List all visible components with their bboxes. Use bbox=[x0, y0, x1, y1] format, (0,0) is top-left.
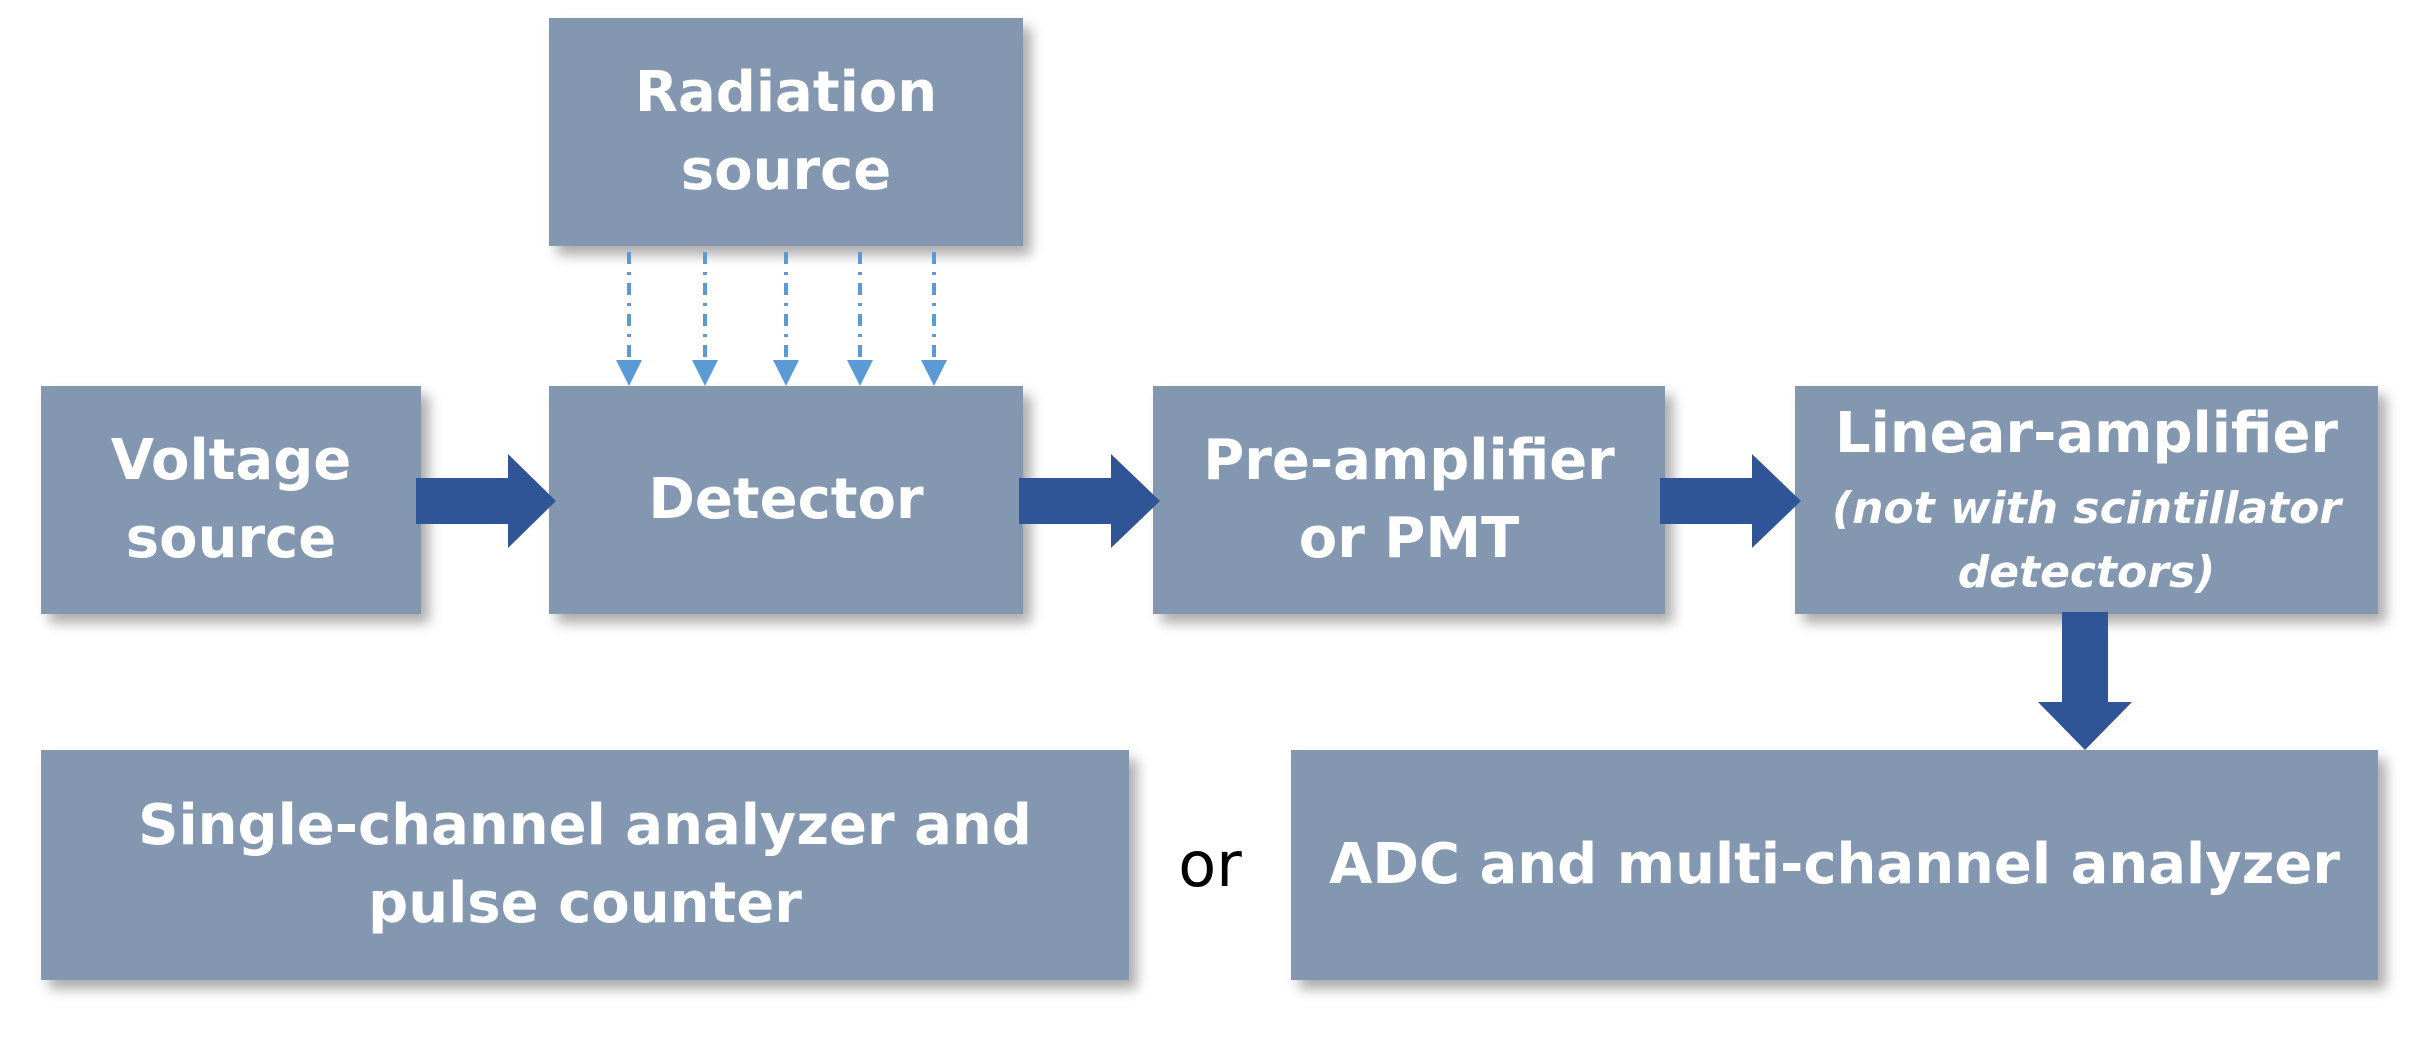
radiation-arrow-2 bbox=[692, 252, 718, 386]
detector-box: Detector bbox=[549, 386, 1023, 614]
radiation-arrow-5 bbox=[921, 252, 947, 386]
adc-label: ADC and multi-channel analyzer bbox=[1329, 831, 2340, 897]
arrow-detector-to-preamp bbox=[1019, 454, 1160, 548]
voltage-source-line-2: source bbox=[125, 506, 337, 571]
single-channel-analyzer-box: Single-channel analyzer and pulse counte… bbox=[41, 750, 1129, 980]
radiation-source-line-1: Radiation bbox=[634, 59, 938, 125]
radiation-arrow-1 bbox=[616, 252, 642, 386]
radiation-arrows bbox=[616, 252, 947, 386]
or-label: or bbox=[1178, 828, 1242, 901]
single-channel-line-2: pulse counter bbox=[368, 871, 802, 936]
single-channel-line-1: Single-channel analyzer and bbox=[138, 792, 1032, 858]
pre-amplifier-box: Pre-amplifier or PMT bbox=[1153, 386, 1665, 614]
linear-amplifier-note-line-2: detectors) bbox=[1957, 547, 2216, 599]
radiation-arrow-4 bbox=[847, 252, 873, 386]
radiation-source-line-2: source bbox=[680, 138, 892, 203]
arrow-voltage-to-detector bbox=[416, 454, 556, 548]
pre-amplifier-line-2: or PMT bbox=[1298, 506, 1520, 571]
voltage-source-box: Voltage source bbox=[41, 386, 421, 614]
linear-amplifier-title: Linear-amplifier bbox=[1834, 401, 2339, 466]
detector-label: Detector bbox=[648, 466, 924, 532]
voltage-source-line-1: Voltage bbox=[110, 427, 352, 493]
adc-multi-channel-analyzer-box: ADC and multi-channel analyzer bbox=[1291, 750, 2378, 980]
radiation-source-box: Radiation source bbox=[549, 18, 1023, 246]
arrow-linear-to-adc bbox=[2038, 612, 2132, 750]
linear-amplifier-box: Linear-amplifier (not with scintillator … bbox=[1795, 386, 2378, 614]
linear-amplifier-note-line-1: (not with scintillator bbox=[1831, 483, 2342, 535]
radiation-arrow-3 bbox=[773, 252, 799, 386]
pre-amplifier-line-1: Pre-amplifier bbox=[1203, 427, 1615, 493]
arrow-preamp-to-linear bbox=[1660, 454, 1801, 548]
